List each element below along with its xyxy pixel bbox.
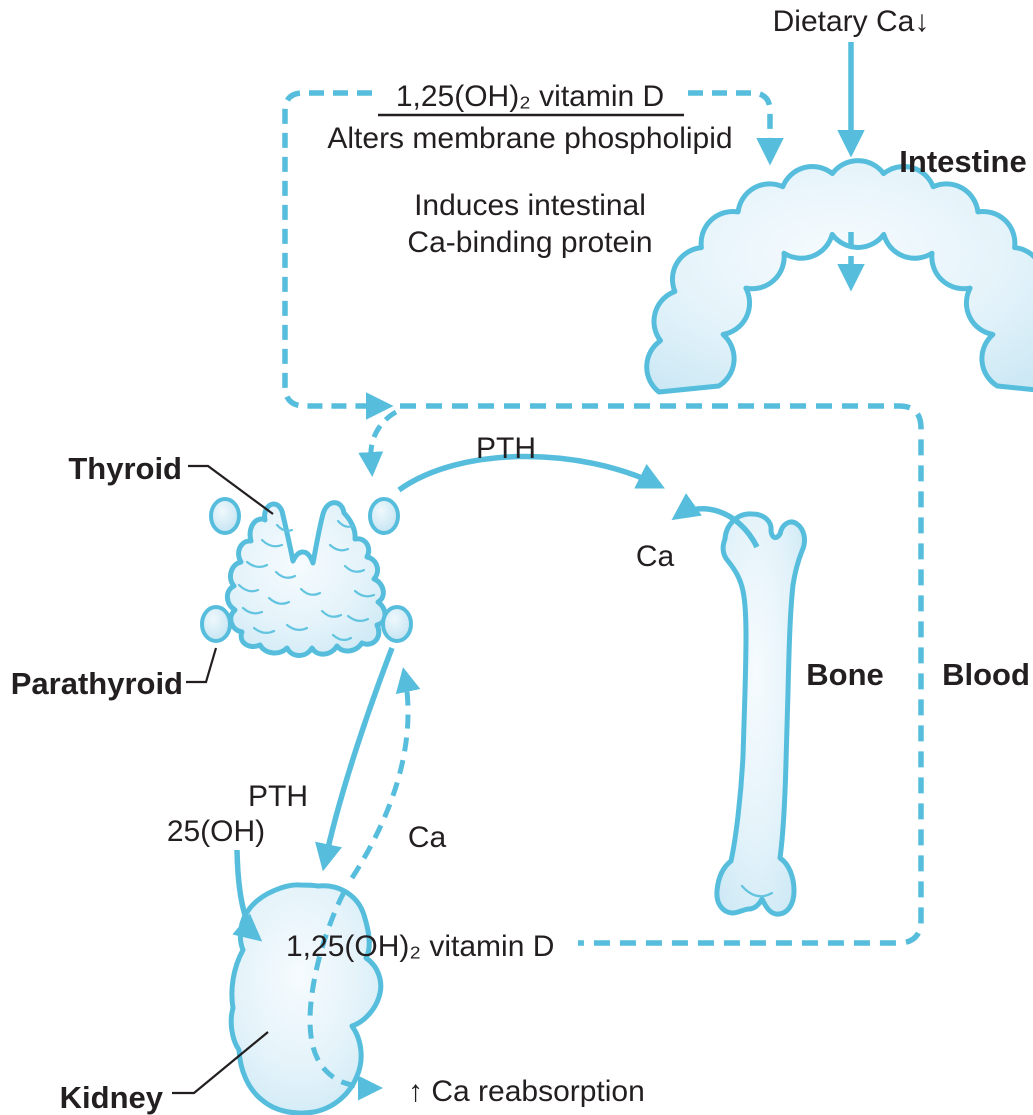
text-labels: Dietary Ca↓ Intestine 1,25(OH)₂ vitamin … — [11, 5, 1030, 1115]
ca-reabsorption-label: ↑ Ca reabsorption — [408, 1075, 645, 1108]
parathyroid-glands — [200, 497, 413, 643]
vitd-bottom-label: 1,25(OH)₂ vitamin D — [286, 930, 554, 963]
bone-condyle-line — [740, 884, 774, 898]
vitd-to-intestine-dashed-arrow — [688, 90, 784, 166]
parathyroid-pointer-line — [186, 647, 218, 684]
ca-lower-label: Ca — [408, 821, 447, 854]
kidney-label: Kidney — [60, 1080, 164, 1115]
alters-membrane-label: Alters membrane phospholipid — [327, 122, 732, 155]
ca-feedback-dashed-arrow — [349, 667, 421, 880]
vitd-to-blood-dashed-arrow — [282, 90, 394, 420]
vitd-to-parathyroid-dashed-arrow — [358, 409, 398, 477]
kidney-pointer-line — [172, 1031, 269, 1095]
bone-femur — [714, 511, 807, 917]
pth-to-kidney-arrow — [315, 647, 395, 872]
connectors — [232, 42, 924, 1101]
pth-top-label: PTH — [476, 432, 536, 465]
ca-top-label: Ca — [636, 540, 675, 573]
bone-label: Bone — [806, 657, 884, 692]
parathyroid-oval-top-right — [368, 497, 400, 535]
parathyroid-oval-top-left — [209, 497, 241, 535]
thyroid-texture — [237, 519, 376, 642]
intestine — [644, 158, 1033, 395]
bone-shape — [714, 511, 807, 917]
kidney-organ — [228, 882, 384, 1115]
parathyroid-oval-bottom-left — [200, 605, 232, 643]
thyroid-label: Thyroid — [68, 451, 182, 486]
oh25-label: 25(OH) — [167, 815, 265, 848]
parathyroid-label: Parathyroid — [11, 666, 183, 701]
oh25-to-kidney-arrow — [232, 849, 263, 942]
blood-compartment-outline — [400, 403, 924, 946]
dietary-ca-label: Dietary Ca↓ — [773, 5, 930, 38]
induces-line1-label: Induces intestinal — [414, 189, 646, 222]
thyroid-gland — [224, 500, 388, 658]
parathyroid-oval-bottom-right — [381, 605, 413, 643]
pointer-lines — [172, 113, 684, 1095]
bone-ca-release-arrow — [671, 493, 760, 549]
intestine-label: Intestine — [899, 144, 1026, 179]
thyroid-pointer-line — [188, 464, 274, 515]
vitd-top-label: 1,25(OH)₂ vitamin D — [396, 80, 664, 113]
pth-lower-label: PTH — [248, 780, 308, 813]
induces-line2-label: Ca-binding protein — [407, 226, 652, 259]
pth-to-bone-arrow — [397, 453, 665, 493]
kidney-shape — [228, 882, 384, 1115]
blood-label: Blood — [942, 657, 1030, 692]
intestine-shape — [644, 158, 1033, 395]
thyroid-shape — [224, 500, 388, 658]
